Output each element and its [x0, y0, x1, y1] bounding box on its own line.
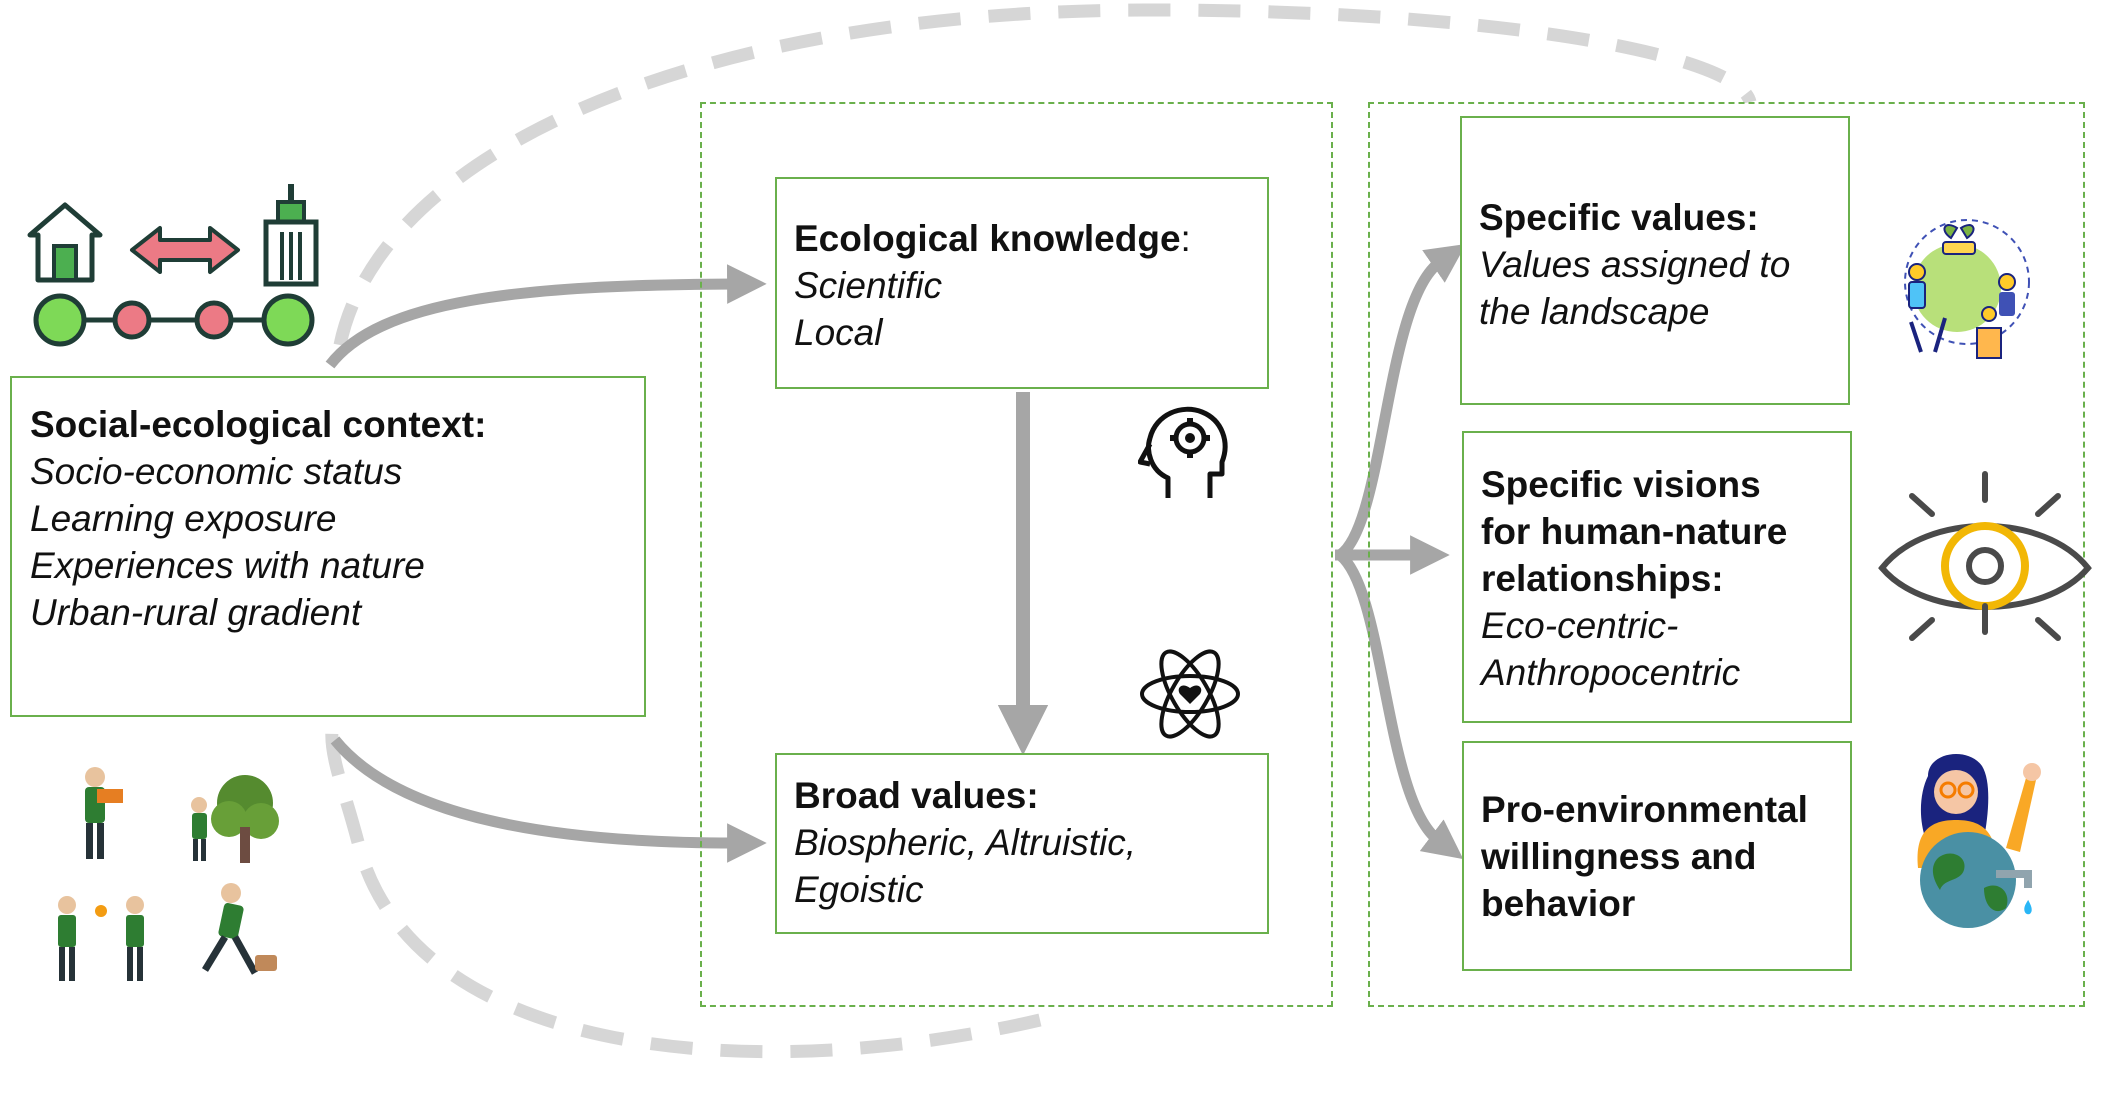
knowledge-title: Ecological knowledge [794, 218, 1181, 259]
broad-values-item: Egoistic [794, 869, 924, 910]
behavior-title-line: willingness and [1481, 836, 1757, 877]
visions-box: Specific visions for human-nature relati… [1462, 431, 1852, 723]
broad-values-title: Broad values: [794, 775, 1039, 816]
context-item: Socio-economic status [30, 451, 403, 492]
visions-item: Eco-centric- [1481, 605, 1679, 646]
visions-title-line: for human-nature [1481, 511, 1788, 552]
behavior-text: Pro-environmental willingness and behavi… [1481, 786, 1808, 927]
context-item: Experiences with nature [30, 545, 425, 586]
house-arrow-building-icon [27, 184, 319, 347]
specific-values-box: Specific values: Values assigned to the … [1460, 116, 1850, 405]
context-item: Learning exposure [30, 498, 337, 539]
atom-heart-icon [1140, 649, 1240, 739]
specific-values-item: the landscape [1479, 291, 1710, 332]
knowledge-box: Ecological knowledge: Scientific Local [775, 177, 1269, 389]
arrow-to-specific-values [1336, 243, 1467, 560]
specific-values-text: Specific values: Values assigned to the … [1479, 194, 1790, 335]
context-title: Social-ecological context: [30, 404, 487, 445]
right-region [1368, 102, 2085, 1007]
community-hands-icon [1904, 219, 2030, 359]
context-item: Urban-rural gradient [30, 592, 362, 633]
broad-values-text: Broad values: Biospheric, Altruistic, Eg… [794, 772, 1136, 913]
woman-holding-earth-icon [1917, 753, 2041, 928]
specific-values-title: Specific values: [1479, 197, 1759, 238]
visions-text: Specific visions for human-nature relati… [1481, 461, 1787, 696]
feedback-loop [325, 3, 1757, 1059]
eye-icon [1878, 471, 2092, 641]
head-gear-icon [1138, 406, 1228, 498]
knowledge-title-suffix: : [1180, 218, 1191, 259]
specific-values-item: Values assigned to [1479, 244, 1791, 285]
knowledge-text: Ecological knowledge: Scientific Local [794, 215, 1191, 356]
broad-values-item: Biospheric, Altruistic, [794, 822, 1137, 863]
people-in-nature-icon [58, 767, 279, 981]
behavior-title-line: behavior [1481, 883, 1636, 924]
behavior-title-line: Pro-environmental [1481, 789, 1808, 830]
broad-values-box: Broad values: Biospheric, Altruistic, Eg… [775, 753, 1269, 934]
visions-item: Anthropocentric [1481, 652, 1741, 693]
context-text: Social-ecological context: Socio-economi… [30, 401, 486, 636]
behavior-box: Pro-environmental willingness and behavi… [1462, 741, 1852, 971]
visions-title-line: Specific visions [1481, 464, 1761, 505]
knowledge-item: Scientific [794, 265, 943, 306]
arrow-context-to-knowledge [325, 264, 767, 369]
context-box: Social-ecological context: Socio-economi… [10, 376, 646, 717]
middle-region [700, 102, 1333, 1007]
arrow-to-behavior [1336, 550, 1464, 860]
arrow-context-to-broad-values [330, 736, 767, 863]
knowledge-item: Local [794, 312, 883, 353]
visions-title-line: relationships: [1481, 558, 1724, 599]
